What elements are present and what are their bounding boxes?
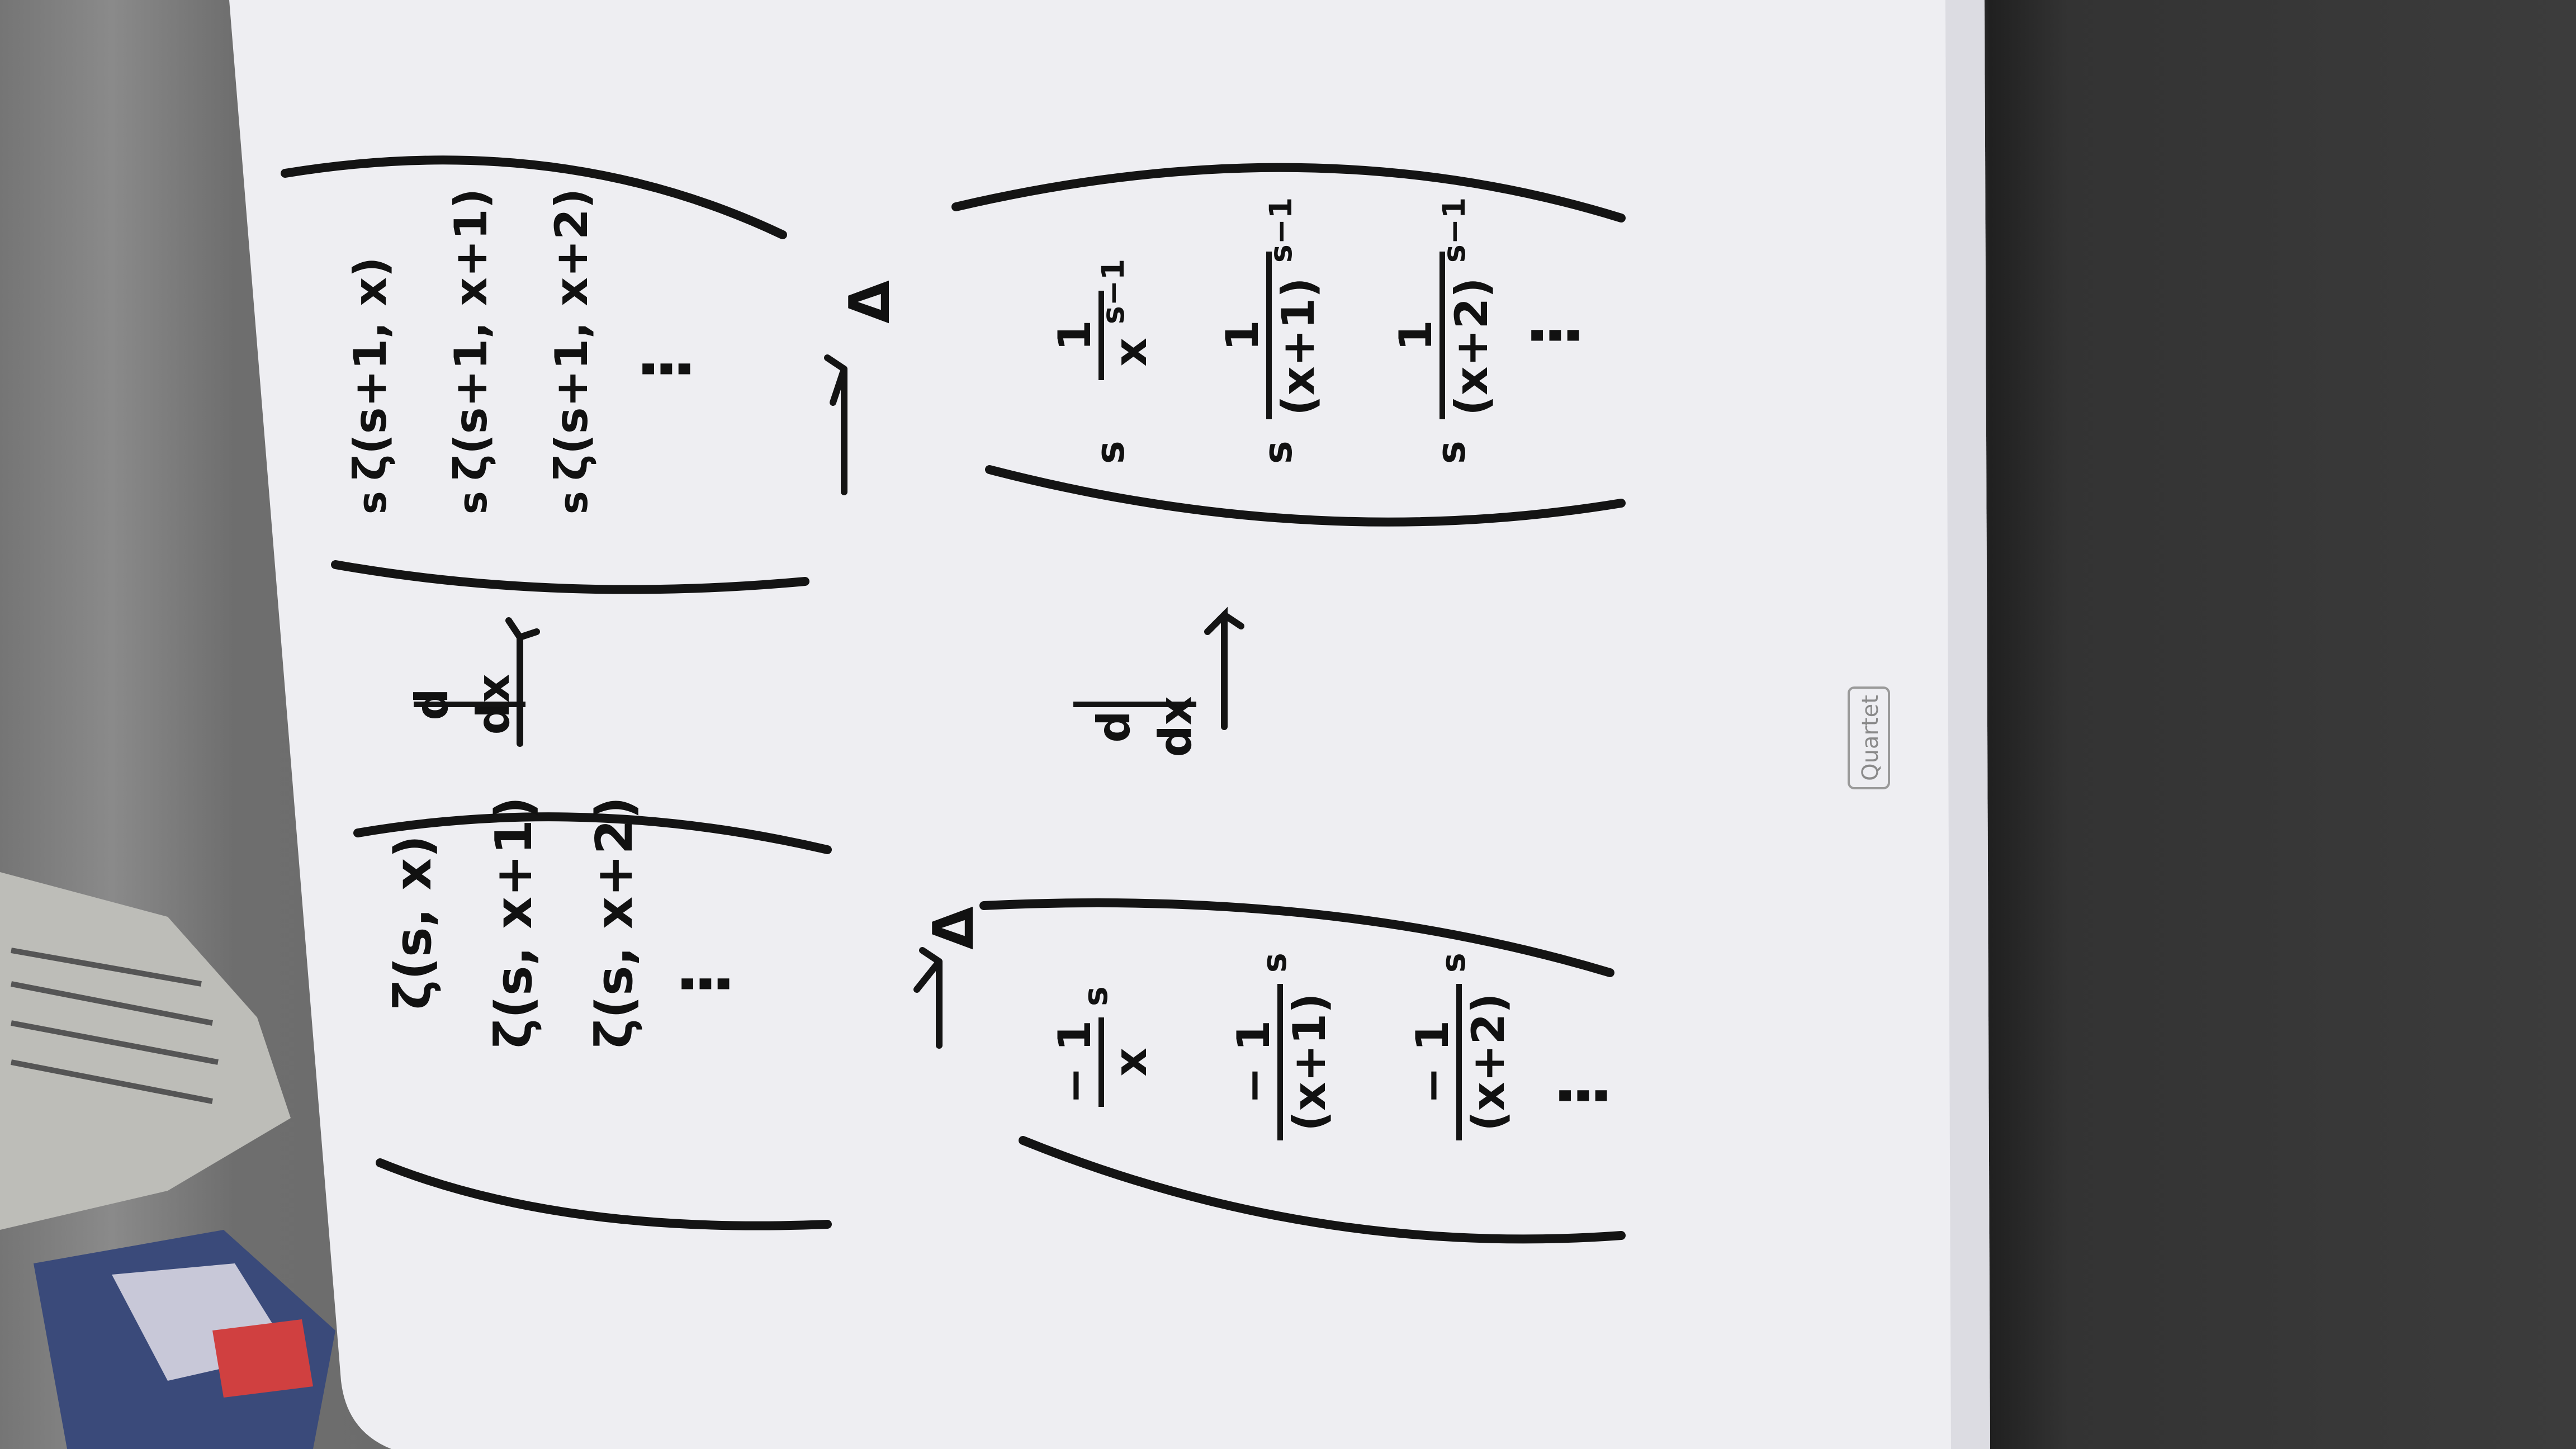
- scaled-zeta-row-1: s ζ(s+1, x+1): [445, 188, 497, 514]
- svg-text:x: x: [1105, 1048, 1157, 1077]
- svg-text:− 1: − 1: [1228, 1020, 1280, 1105]
- svg-text:ζ(s+1, x+2): ζ(s+1, x+2): [546, 188, 598, 481]
- ellipsis: ⋮: [1547, 1065, 1619, 1126]
- svg-text:s: s: [1428, 441, 1474, 464]
- svg-text:d: d: [406, 688, 458, 720]
- delta-label-left: Δ: [921, 906, 986, 949]
- svg-text:1: 1: [1049, 320, 1101, 351]
- bracket-top-left-open: [353, 812, 832, 854]
- svg-text:(x+2): (x+2): [1446, 277, 1498, 415]
- power-fraction-row-2: s 1 (x+2) s−1: [1390, 197, 1498, 464]
- brand-label: Quartet: [1848, 686, 1890, 789]
- bracket-top-right-close: [331, 560, 809, 594]
- svg-text:Δ: Δ: [921, 906, 986, 949]
- delta-label-right: Δ: [837, 280, 902, 323]
- svg-text:(x+2): (x+2): [1462, 993, 1514, 1131]
- ellipsis: ⋮: [1519, 305, 1591, 366]
- bracket-top-right-open: [281, 155, 787, 239]
- svg-text:s: s: [1255, 441, 1301, 464]
- svg-text:− 1: − 1: [1049, 1020, 1101, 1105]
- svg-text:s: s: [1255, 953, 1294, 973]
- svg-text:dx: dx: [1149, 697, 1201, 757]
- svg-text:− 1: − 1: [1407, 1020, 1459, 1105]
- svg-text:(x+1): (x+1): [1272, 277, 1324, 415]
- svg-text:1: 1: [1390, 320, 1442, 351]
- left-column-bottom: − 1 x s − 1 (x+1) s − 1 (x+2) s ⋮: [1049, 953, 1619, 1140]
- arrow-delta-left: [913, 947, 943, 1049]
- bracket-bottom-right-close: [985, 465, 1626, 527]
- bracket-bottom-left-open: [979, 898, 1614, 977]
- bracket-top-left-close: [376, 1158, 832, 1230]
- right-column-top: s ζ(s+1, x) s ζ(s+1, x+1) s ζ(s+1, x+2) …: [344, 188, 702, 514]
- power-fraction-row-0: s 1 x s−1: [1049, 259, 1157, 464]
- zeta-row-0: ζ(s, x): [384, 835, 443, 1010]
- arrow-derivative-top: [505, 617, 540, 747]
- fraction-row-1: − 1 (x+1) s: [1228, 953, 1336, 1140]
- svg-text:s−1: s−1: [1095, 259, 1131, 324]
- bracket-bottom-left-close: [1019, 1136, 1626, 1244]
- derivative-label-bottom: d dx: [1088, 697, 1201, 757]
- svg-text:d: d: [1088, 711, 1140, 742]
- arrow-strokes: [505, 354, 1244, 1049]
- svg-text:ζ(s+1, x+1): ζ(s+1, x+1): [445, 188, 497, 481]
- power-fraction-row-1: s 1 (x+1) s−1: [1216, 197, 1324, 464]
- svg-text:s: s: [1076, 986, 1115, 1006]
- svg-text:ζ(s+1, x): ζ(s+1, x): [344, 257, 396, 481]
- derivative-label-top: d dx: [406, 674, 519, 735]
- svg-text:s−1: s−1: [1263, 197, 1299, 263]
- left-column-top: ζ(s, x) ζ(s, x+1) ζ(s, x+2) ⋮: [384, 797, 741, 1049]
- fraction-row-2: − 1 (x+2) s: [1407, 953, 1514, 1140]
- svg-text:dx: dx: [467, 674, 519, 735]
- paper-text-lines: [11, 948, 219, 1104]
- bracket-strokes: [281, 155, 1626, 1244]
- right-column-bottom: s 1 x s−1 s 1 (x+1) s−1 s 1 (x+2) s−1 ⋮: [1049, 197, 1591, 464]
- arrow-delta-right: [824, 354, 847, 495]
- svg-text:x: x: [1105, 338, 1157, 367]
- svg-text:s: s: [1434, 953, 1473, 973]
- svg-text:s: s: [1087, 441, 1133, 464]
- ellipsis: ⋮: [631, 338, 702, 400]
- svg-text:s: s: [551, 491, 596, 514]
- ellipsis: ⋮: [670, 953, 741, 1015]
- zeta-row-1: ζ(s, x+1): [485, 797, 543, 1049]
- zeta-row-2: ζ(s, x+2): [585, 797, 644, 1049]
- whiteboard: [229, 0, 1990, 1449]
- bracket-bottom-right-open: [951, 163, 1626, 222]
- svg-text:s: s: [349, 491, 395, 514]
- brand-text: Quartet: [1858, 695, 1883, 781]
- svg-text:s: s: [450, 491, 496, 514]
- svg-text:Δ: Δ: [837, 280, 902, 323]
- fraction-row-0: − 1 x s: [1049, 986, 1157, 1107]
- scaled-zeta-row-2: s ζ(s+1, x+2): [546, 188, 598, 514]
- scaled-zeta-row-0: s ζ(s+1, x): [344, 257, 396, 514]
- arrow-derivative-bottom: [1204, 607, 1244, 730]
- svg-text:(x+1): (x+1): [1284, 993, 1336, 1131]
- svg-text:s−1: s−1: [1436, 197, 1472, 263]
- svg-text:1: 1: [1216, 320, 1268, 351]
